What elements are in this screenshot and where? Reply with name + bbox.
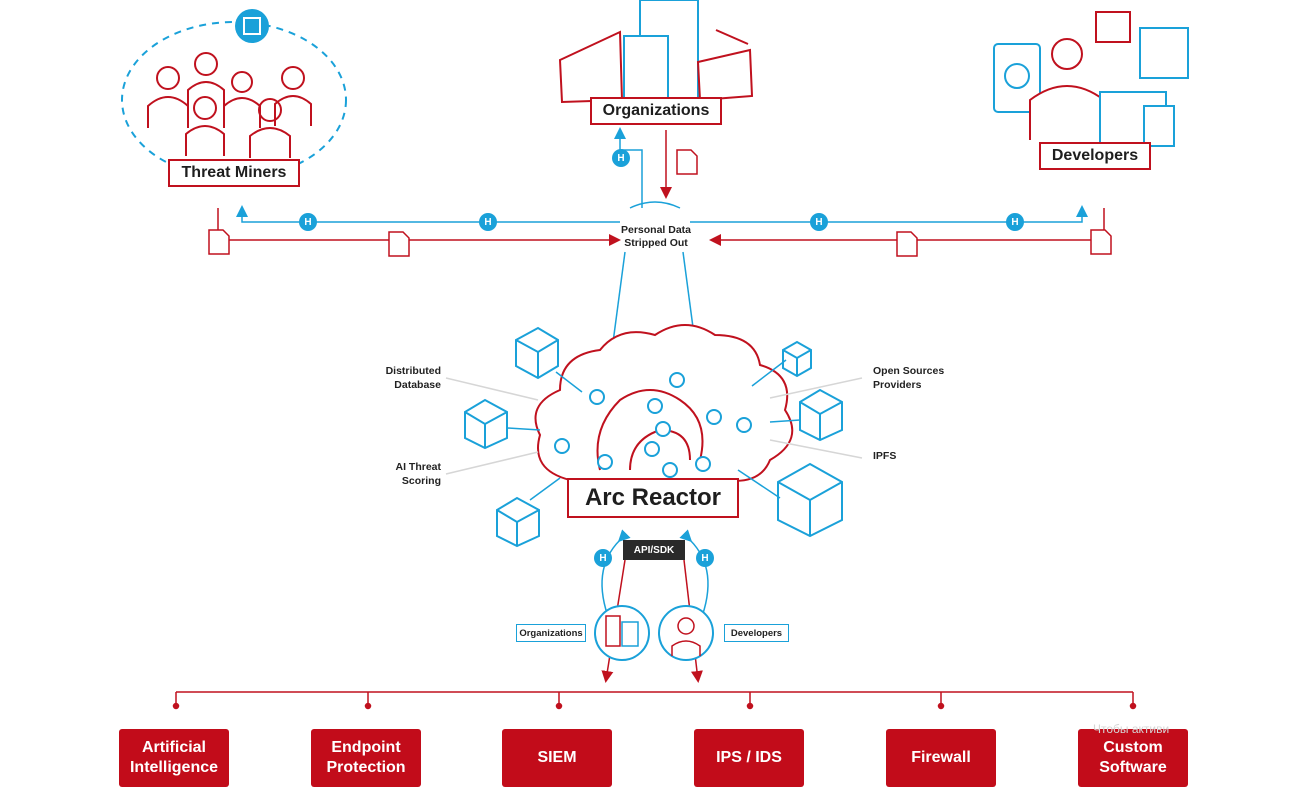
open-sources-label: Open Sources Providers [873, 365, 945, 391]
output-ips-ids: IPS / IDS [694, 729, 804, 787]
ipfs-label: IPFS [873, 450, 897, 462]
developers-small-label: Developers [724, 624, 789, 642]
distributed-database-label: Distributed Database [385, 365, 441, 391]
organizations-small-label: Organizations [516, 624, 586, 642]
arc-reactor-brain [534, 324, 794, 482]
hash-badge-org: H [612, 149, 630, 167]
label-connectors [445, 377, 863, 475]
organizations-illustration [558, 0, 754, 104]
output-firewall: Firewall [886, 729, 996, 787]
hash-badge-low-right: H [696, 549, 714, 567]
ai-threat-scoring-label: AI Threat Scoring [395, 461, 441, 487]
threat-miners-label: Threat Miners [168, 159, 300, 187]
watermark-text: Чтобы активи [1093, 722, 1170, 736]
org-circle-icon [594, 605, 650, 661]
personal-data-label: Personal Data Stripped Out [620, 224, 692, 249]
arc-reactor-label: Arc Reactor [567, 478, 739, 518]
cube-connectors [506, 359, 801, 501]
hash-badge-top-left-2: H [479, 213, 497, 231]
brain-nodes [554, 372, 752, 478]
distribution-bar [172, 691, 1137, 710]
api-sdk-label: API/SDK [623, 540, 685, 560]
hash-badge-top-left-1: H [299, 213, 317, 231]
threat-document-icon [208, 149, 1112, 257]
hash-badge-low-left: H [594, 549, 612, 567]
organizations-label: Organizations [590, 97, 722, 125]
threat-miners-illustration [121, 9, 347, 179]
dev-circle-icon [658, 605, 714, 661]
data-cubes [464, 326, 843, 548]
developers-illustration [993, 11, 1189, 147]
developers-label: Developers [1039, 142, 1151, 170]
output-siem: SIEM [502, 729, 612, 787]
hash-badge-top-right-2: H [1006, 213, 1024, 231]
hash-badge-top-right-1: H [810, 213, 828, 231]
